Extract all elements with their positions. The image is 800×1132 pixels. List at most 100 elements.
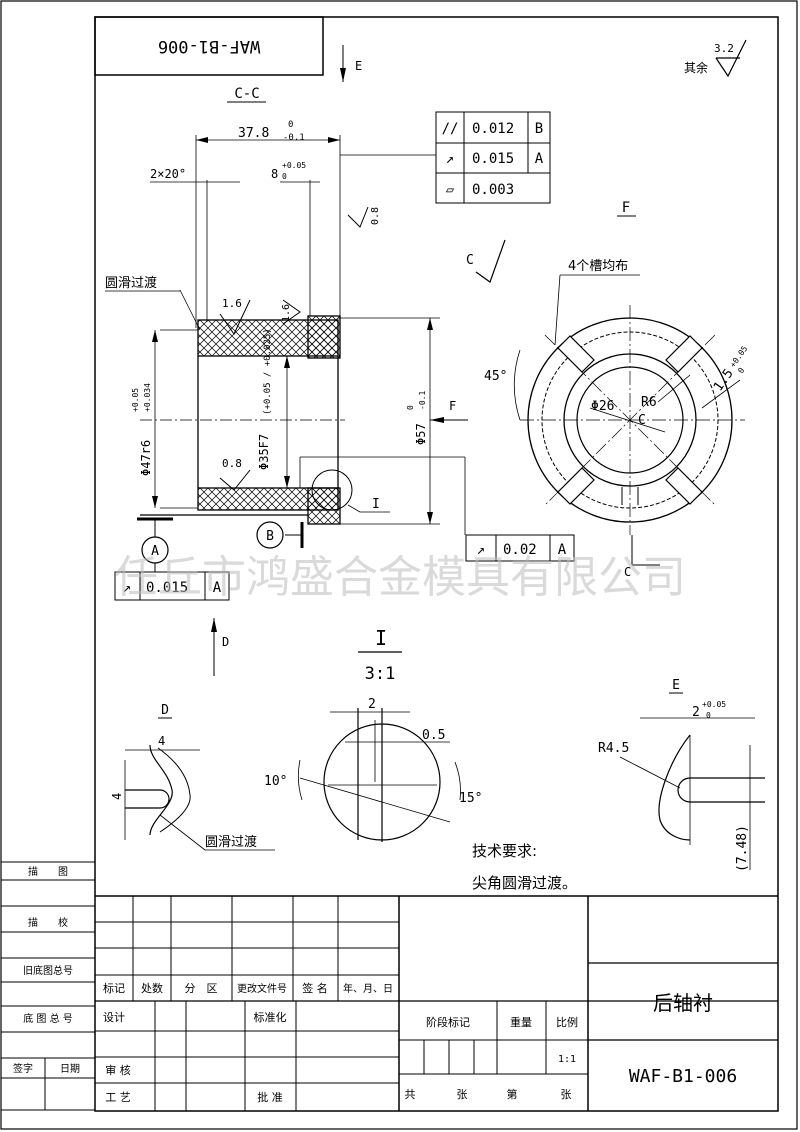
roughness-3: 0.8: [370, 207, 381, 225]
watermark: 任丘市鸿盛合金模具有限公司: [114, 552, 686, 603]
inner-frame: [94, 16, 779, 1112]
label-i: I: [372, 497, 380, 512]
flange-bottom: [307, 487, 341, 525]
i-width: 2: [368, 697, 376, 712]
f-radius: R6: [641, 395, 657, 410]
annotation-text: D: [222, 635, 229, 649]
roughness-2: 1.6: [281, 304, 292, 322]
annotation-text: ↗: [477, 542, 485, 558]
e-height: (7.48): [735, 825, 750, 872]
view-e: [619, 717, 765, 870]
dim-groove-value: 8: [271, 167, 278, 181]
smooth-transition-note: 圆滑过渡: [105, 275, 157, 291]
d-height: 4: [110, 793, 124, 800]
annotation-text: 底 图 总 号: [23, 1012, 73, 1025]
roughness-4: 0.8: [222, 457, 242, 470]
f-groove-lower: 0: [736, 366, 746, 375]
dim-groove-upper: +0.05: [282, 161, 306, 170]
annotation-text: 审 核: [105, 1063, 131, 1077]
f-dia: Φ26: [591, 399, 614, 414]
dim-flange-lower: -0.1: [418, 391, 427, 410]
annotation-text: 旧底图总号: [23, 964, 73, 977]
datum-a: A: [137, 517, 173, 564]
section-cc-title: C-C: [234, 86, 259, 102]
i-angle-left: 10°: [264, 774, 287, 789]
fcf-runout-1-symbol: ↗: [446, 151, 454, 167]
view-f-title: F: [622, 200, 630, 216]
fcf-flatness-symbol: ▱: [446, 182, 455, 198]
annotation-text: 第: [507, 1087, 518, 1101]
dim-chamfer: 2×20°: [150, 167, 186, 181]
tech-req-line1: 尖角圆滑过渡。: [472, 874, 577, 892]
view-arrow-f: F: [430, 399, 468, 423]
annotation-text: A: [558, 542, 567, 558]
annotation-text: 标记: [103, 981, 125, 995]
drawing-number-top: WAF-B1-006: [158, 36, 260, 56]
view-arrow-c: C: [466, 239, 506, 283]
tech-req-title: 技术要求:: [472, 842, 537, 860]
fcf-top: [435, 111, 551, 204]
annotation-text: 张: [457, 1088, 468, 1101]
section-cc-view: [140, 135, 466, 535]
e-width-upper: +0.05: [702, 700, 726, 709]
detail-i-title: I: [375, 626, 387, 650]
annotation-text: C: [466, 253, 474, 268]
dim-length-upper: 0: [288, 120, 293, 130]
annotation-text: 日期: [60, 1063, 80, 1075]
fcf-flatness-value: 0.003: [472, 182, 514, 198]
dim-flange-dia: Φ57: [414, 423, 428, 445]
annotation-text: 签字: [13, 1062, 33, 1075]
f-center: C: [638, 413, 646, 428]
view-d-title: D: [161, 703, 169, 718]
dim-groove-lower: 0: [282, 172, 287, 181]
annotation-text: E: [355, 59, 362, 73]
annotation-text: A: [213, 580, 222, 596]
drawing-number-box: WAF-B1-006: [94, 16, 324, 76]
e-radius: R4.5: [598, 741, 629, 756]
fcf-parallel-symbol: //: [442, 121, 459, 137]
f-angle: 45°: [484, 369, 507, 384]
arrow-c-bottom: C: [624, 565, 631, 579]
view-f: [513, 274, 745, 566]
annotation-text: 比例: [556, 1015, 578, 1029]
annotation-text: 重量: [510, 1015, 532, 1029]
annotation-text: 标准化: [254, 1010, 287, 1024]
f-groove-upper: +0.05: [728, 344, 749, 369]
detail-i-view: [298, 708, 461, 842]
dim-length-lower: -0.1: [283, 133, 305, 143]
e-width-lower: 0: [706, 711, 711, 720]
annotation-text: 1:1: [558, 1054, 576, 1065]
view-arrow-d: D: [211, 618, 229, 676]
dim-bore-dia: Φ35F7: [257, 434, 271, 470]
fcf-runout-1-value: 0.015: [472, 151, 514, 167]
annotation-text: 描 图: [28, 865, 68, 878]
dim-flange-upper: 0: [406, 405, 415, 410]
annotation-text: 年、月、日: [343, 982, 393, 995]
other-value: 3.2: [714, 42, 734, 55]
annotation-text: 0.02: [503, 542, 537, 558]
view-arrow-e: E: [340, 45, 362, 82]
annotation-text: 工 艺: [105, 1091, 131, 1104]
other-label: 其余: [684, 60, 708, 75]
annotation-text: 批 准: [257, 1090, 283, 1104]
roughness-1: 1.6: [222, 297, 242, 310]
fcf-parallel-value: 0.012: [472, 121, 514, 137]
annotation-text: 阶段标记: [426, 1015, 470, 1029]
annotation-text: 设计: [103, 1011, 125, 1024]
datum-b: B: [256, 521, 304, 549]
annotation-text: F: [449, 399, 456, 413]
detail-i-scale: 3:1: [365, 664, 396, 684]
side-stamp: [0, 861, 96, 1111]
annotation-text: ↗: [123, 580, 131, 596]
annotation-text: 更改文件号: [237, 982, 287, 995]
annotation-text: 描 校: [28, 916, 68, 929]
e-width: 2: [692, 705, 700, 720]
annotation-text: B: [266, 529, 274, 544]
f-slots-note: 4个槽均布: [568, 259, 628, 274]
dim-outer-dia-lower: +0.034: [143, 383, 152, 412]
d-note: 圆滑过渡: [205, 834, 257, 850]
fcf-parallel-datum: B: [535, 121, 543, 137]
flange-top: [307, 315, 341, 359]
annotation-text: 张: [561, 1088, 572, 1101]
